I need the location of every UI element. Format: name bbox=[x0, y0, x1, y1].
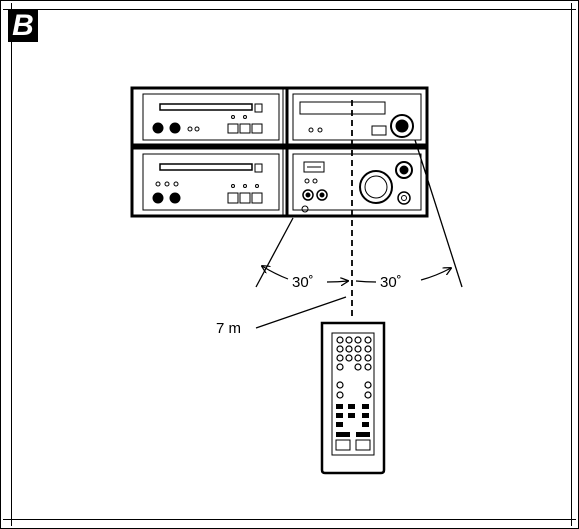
distance-leader-line bbox=[255, 296, 347, 329]
remote-control-icon bbox=[320, 321, 386, 475]
stereo-system-icon bbox=[130, 86, 429, 218]
angle-arrows bbox=[262, 266, 451, 282]
distance-label: 7 m bbox=[216, 320, 241, 337]
border-stripe-left bbox=[3, 3, 12, 526]
figure-badge: B bbox=[8, 9, 38, 42]
border-stripe-right bbox=[571, 3, 576, 526]
border-stripe-bottom bbox=[3, 519, 576, 526]
angle-right-label: 30˚ bbox=[380, 274, 402, 291]
angle-left-label: 30˚ bbox=[292, 274, 314, 291]
border-stripe-top bbox=[3, 3, 576, 10]
angle-guide-lines bbox=[255, 139, 463, 288]
